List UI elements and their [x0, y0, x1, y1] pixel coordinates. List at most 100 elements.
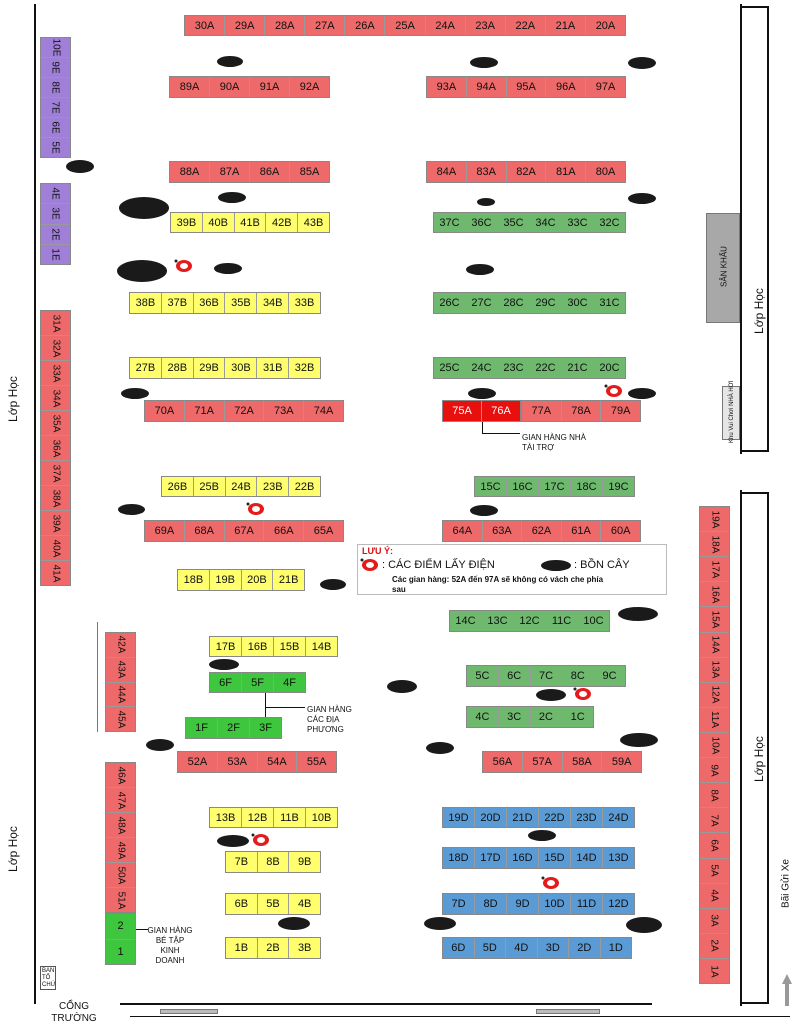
- sponsor-note: GIAN HÀNG NHÀ TÀI TRỢ: [522, 433, 587, 452]
- booth-19c: 19C: [608, 480, 629, 493]
- booth-2e: 2E: [41, 225, 70, 245]
- booth-28b: 28B: [162, 358, 194, 378]
- booth-8c: 8C: [562, 666, 595, 686]
- parking-arrow-stem: [785, 984, 789, 1006]
- booth-31a: 31A: [41, 311, 70, 336]
- booth-35a: 35A: [41, 411, 70, 436]
- right-classroom-lower: [741, 492, 769, 1004]
- booth-58a: 58A: [563, 752, 603, 772]
- power-point-icon: [174, 259, 192, 272]
- booth-1f: 1F: [186, 718, 218, 738]
- booth-41b: 41B: [235, 213, 267, 232]
- power-point-icon: [246, 502, 264, 515]
- booth-11a: 11A: [700, 708, 729, 733]
- booth-35b: 35B: [225, 293, 258, 313]
- booth-23c: 23C: [498, 358, 530, 378]
- booth-20a: 20A: [595, 19, 616, 32]
- booth-46a: 46A: [106, 763, 135, 788]
- tree-planter: [470, 505, 498, 516]
- booth-54a: 54A: [258, 752, 298, 772]
- booth-20b: 20B: [242, 570, 274, 590]
- booth-16a: 16A: [700, 582, 729, 608]
- parking-label: Bãi Gửi Xe: [780, 859, 792, 908]
- booth-72a: 72A: [225, 401, 265, 421]
- booth-73a: 73A: [264, 401, 305, 421]
- booth-75a: 75A: [443, 401, 482, 421]
- booth-16d: 16D: [507, 848, 539, 868]
- booth-79a: 79A: [610, 405, 631, 417]
- booth-15c: 15C: [475, 477, 507, 496]
- tree-planter: [209, 659, 239, 670]
- booth-7e: 7E: [41, 98, 70, 118]
- booth-25b: 25B: [194, 477, 226, 496]
- booth-5b: 5B: [258, 894, 290, 914]
- booth-42b: 42B: [266, 213, 299, 232]
- tree-planter: [536, 689, 566, 701]
- legend-note: Các gian hàng: 52A đến 97A sẽ không có v…: [392, 575, 604, 594]
- tree-planter: [424, 917, 456, 930]
- booth-6c: 6C: [499, 666, 531, 686]
- booth-56a: 56A: [483, 752, 523, 772]
- tree-planter: [426, 742, 454, 754]
- tree-planter: [387, 680, 417, 693]
- booth-6f: 6F: [210, 673, 242, 692]
- booth-67a: 67A: [225, 521, 265, 541]
- booth-5e: 5E: [49, 141, 61, 154]
- play-area-label: Khu Vui Chơi NHÀ HƠI: [729, 380, 735, 443]
- booth-21b: 21B: [278, 574, 299, 586]
- booth-40b: 40B: [203, 213, 235, 232]
- booth-7a: 7A: [700, 808, 729, 834]
- booth-39b: 39B: [171, 213, 203, 232]
- power-point-icon: [604, 384, 622, 397]
- booth-84a: 84A: [427, 162, 467, 182]
- tree-planter: [217, 56, 243, 67]
- booth-23d: 23D: [571, 808, 603, 827]
- booth-32c: 32C: [599, 216, 620, 229]
- booth-25c: 25C: [434, 358, 466, 378]
- booth-36a: 36A: [41, 436, 70, 461]
- booth-33b: 33B: [294, 297, 315, 309]
- local-callout-line-top: [265, 693, 266, 717]
- tree-planter: [217, 835, 249, 847]
- booth-12b: 12B: [242, 808, 274, 827]
- booth-34c: 34C: [530, 213, 562, 232]
- gate-arrow-left: [160, 1009, 218, 1014]
- booth-28a: 28A: [265, 16, 306, 35]
- left-wall: [34, 4, 36, 1004]
- booth-24b: 24B: [226, 477, 258, 496]
- tree-planter: [218, 192, 246, 203]
- booth-34a: 34A: [41, 386, 70, 411]
- booth-7c: 7C: [531, 666, 563, 686]
- booth-40a: 40A: [41, 536, 70, 561]
- tree-planter: [468, 388, 496, 399]
- stage: SÂN KHẤU: [706, 213, 740, 323]
- booth-9e: 9E: [41, 58, 70, 78]
- right-classroom-upper: [741, 6, 769, 452]
- booth-85a: 85A: [299, 166, 320, 178]
- booth-39a: 39A: [41, 511, 70, 536]
- booth-7b: 7B: [226, 852, 258, 872]
- booth-3f: 3F: [259, 722, 272, 734]
- tree-planter: [628, 193, 656, 204]
- booth-3b: 3B: [297, 942, 312, 954]
- power-point-icon: [573, 687, 591, 700]
- booth-82a: 82A: [507, 162, 547, 182]
- booth-13d: 13D: [608, 852, 629, 864]
- booth-10c: 10C: [583, 615, 604, 627]
- booth-5c: 5C: [467, 666, 499, 686]
- local-note: GIAN HÀNG CÁC ĐỊA PHƯƠNG: [307, 705, 352, 734]
- booth-13b: 13B: [210, 808, 242, 827]
- booth-32b: 32B: [294, 362, 315, 374]
